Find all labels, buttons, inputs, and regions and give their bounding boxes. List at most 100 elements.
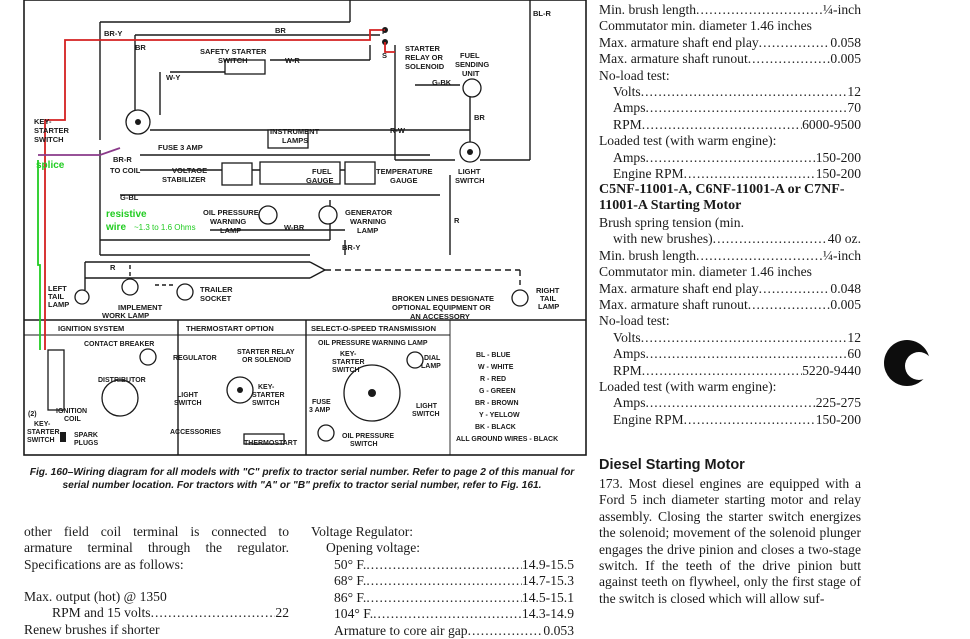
spec-row: RPM 5220-9440 xyxy=(613,363,861,379)
label-wy: W-Y xyxy=(166,73,180,82)
spec-row: Max. armature shaft runout0.005 xyxy=(599,297,861,313)
spec-row: Amps70 xyxy=(613,100,861,116)
legend-br: BR - BROWN xyxy=(475,400,519,407)
leader-dots xyxy=(642,117,802,133)
label-instrument2: LAMPS xyxy=(282,136,308,145)
spec-label: RPM xyxy=(613,116,642,132)
label-br: BR xyxy=(135,43,146,52)
spec-row: Commutator min. diameter 1.46 inches xyxy=(599,18,861,34)
spec-label: Max. armature shaft runout xyxy=(599,297,748,313)
legend-g: G - GREEN xyxy=(479,388,516,395)
spec-label: Loaded test (with warm engine): xyxy=(599,133,777,149)
label-bry: BR-Y xyxy=(104,29,122,38)
label-key-t3: SWITCH xyxy=(252,400,280,407)
label-rw: R-W xyxy=(390,126,406,135)
spec-label: No-load test: xyxy=(599,67,670,83)
leader-dots xyxy=(468,623,544,639)
label-instrument: INSTRUMENT xyxy=(270,127,320,136)
spec-row: Loaded test (with warm engine): xyxy=(599,379,861,395)
spec-label: Amps xyxy=(613,100,646,116)
leader-dots xyxy=(373,606,522,622)
label-gen-lamp: GENERATOR xyxy=(345,208,393,217)
spec-value: 150-200 xyxy=(815,166,861,182)
spec-label: Volts xyxy=(613,84,641,100)
spec-label: Amps xyxy=(613,395,646,411)
spec-label: 104° F. xyxy=(334,606,374,622)
label-accessories: ACCESSORIES xyxy=(170,429,221,436)
panel-thermostart: THERMOSTART OPTION xyxy=(186,324,274,333)
label-key-s: KEY- xyxy=(340,351,357,358)
label-thermostart-dev: THERMOSTART xyxy=(244,440,298,447)
spec-value: 14.9-15.5 xyxy=(521,557,574,572)
label-gbk: G-BK xyxy=(432,78,452,87)
spec-value: 12 xyxy=(847,84,861,100)
spec-label: 50° F. xyxy=(334,557,367,572)
panel-sos: SELECT-O-SPEED TRANSMISSION xyxy=(311,324,436,333)
spec-list-bottom: Brush spring tension (min.with new brush… xyxy=(599,215,861,428)
spec-row: 86° F.14.5-15.1 xyxy=(334,590,574,606)
spec-label: Renew brushes if shorter xyxy=(24,621,160,637)
label-fuel-sending: FUEL xyxy=(460,51,480,60)
leader-dots xyxy=(645,150,815,166)
spec-label: 68° F. xyxy=(334,573,367,589)
label-oil-lamp: OIL PRESSURE xyxy=(203,208,259,217)
leader-dots xyxy=(645,100,847,116)
spec-value: 0.005 xyxy=(830,51,861,67)
label-r: R xyxy=(454,216,460,225)
label-ohms: ~1.3 to 1.6 Ohms xyxy=(134,223,196,232)
label-fuel-sending3: UNIT xyxy=(462,69,480,78)
spec-row: 104° F.14.3-14.9 xyxy=(334,606,574,622)
spec-value: 225-275 xyxy=(815,395,861,411)
diesel-heading: Diesel Starting Motor xyxy=(599,457,745,473)
label-fuse: FUSE 3 AMP xyxy=(158,143,203,152)
spec-label: Max. armature shaft runout xyxy=(599,51,748,67)
leader-dots xyxy=(645,346,847,362)
spec-value: 150-200 xyxy=(815,149,861,165)
label-right-tail: RIGHT xyxy=(536,286,560,295)
label-right-tail3: LAMP xyxy=(538,302,559,311)
spec-value: 6000-9500 xyxy=(802,116,861,132)
label-relay-s: S xyxy=(382,51,387,60)
label-light-sw-t2: SWITCH xyxy=(174,400,202,407)
label-spark: SPARK xyxy=(74,432,98,439)
label-safety: SAFETY STARTER xyxy=(200,47,267,56)
spec-label: Max. output (hot) @ 1350 xyxy=(24,589,167,604)
label-br-top: BR xyxy=(275,26,286,35)
spec-row: Volts12 xyxy=(613,330,861,346)
legend-y: Y - YELLOW xyxy=(479,412,520,419)
motor-heading: C5NF-11001-A, C6NF-11001-A or C7NF-11001… xyxy=(599,182,845,214)
label-ign-coil2: COIL xyxy=(64,416,81,423)
label-splice: splice xyxy=(36,160,65,171)
spec-value: 60 xyxy=(847,346,861,362)
spec-label: Armature to core air gap xyxy=(334,622,468,638)
spec-row: Amps 225-275 xyxy=(613,395,861,411)
spec-label: Max. armature shaft end play xyxy=(599,280,759,296)
label-key3: SWITCH xyxy=(34,135,64,144)
spec-row: Volts 12 xyxy=(613,84,861,100)
leader-dots xyxy=(759,281,831,297)
label-trailer2: SOCKET xyxy=(200,294,232,303)
label-relay-opt: STARTER RELAY xyxy=(237,349,295,356)
legend-bk: BK - BLACK xyxy=(475,424,516,431)
spec-label: Commutator min. diameter 1.46 inches xyxy=(599,264,812,280)
leader-dots xyxy=(684,412,816,428)
spec-row: Min. brush length¼-inch xyxy=(599,2,861,18)
label-wr: W-R xyxy=(285,56,300,65)
spec-label: RPM xyxy=(613,362,642,378)
spec-value: 22 xyxy=(275,605,289,621)
leader-dots xyxy=(366,573,522,589)
spec-label: No-load test: xyxy=(599,313,670,329)
leader-dots xyxy=(151,605,276,621)
label-volt-stab: VOLTAGE xyxy=(172,166,207,175)
label-key-b2: STARTER xyxy=(27,429,60,436)
label-relay3: SOLENOID xyxy=(405,62,445,71)
spec-value: 5220-9440 xyxy=(802,362,861,378)
voltage-regulator-subtitle: Opening voltage: xyxy=(326,540,421,555)
spec-row: Commutator min. diameter 1.46 inches xyxy=(599,264,861,280)
leader-dots xyxy=(713,231,828,247)
spec-row: Max. armature shaft end play0.058 xyxy=(599,35,861,51)
label-volt-stab2: STABILIZER xyxy=(162,175,206,184)
label-broken: BROKEN LINES DESIGNATE xyxy=(392,294,494,303)
left-paragraph: other field coil terminal is connected t… xyxy=(24,524,289,572)
